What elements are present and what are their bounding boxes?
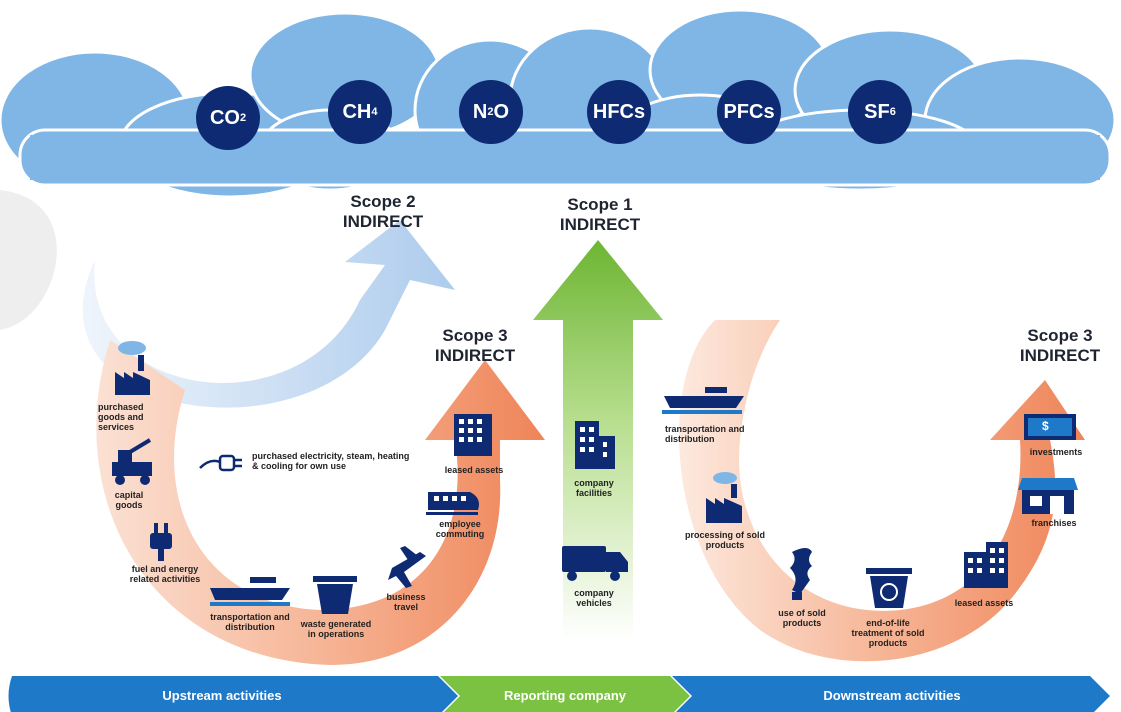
gas-pfcs: PFCs	[717, 80, 781, 144]
label-purchased-goods: purchased goods and services	[98, 402, 144, 432]
label-fuel-energy: fuel and energy related activities	[129, 564, 201, 584]
label-company-facilities: company facilities	[574, 478, 614, 498]
light-bulb-icon	[790, 548, 812, 600]
storefront-icon	[1018, 478, 1078, 514]
label-investments: investments	[1029, 447, 1083, 457]
label-waste: waste generated in operations	[300, 619, 372, 639]
building-icon	[454, 414, 492, 456]
band-upstream: Upstream activities	[162, 688, 282, 703]
label-employee-commuting: employee commuting	[435, 519, 485, 539]
scope2-title: Scope 2	[350, 192, 416, 211]
label-business-travel: business travel	[386, 592, 426, 612]
scope3-left-label: Scope 3 INDIRECT	[410, 326, 540, 366]
scope2-label: Scope 2 INDIRECT	[318, 192, 448, 232]
scope3-left-subtitle: INDIRECT	[434, 346, 516, 365]
label-capital-goods: capital goods	[114, 490, 144, 510]
label-end-of-life: end-of-life treatment of sold products	[851, 618, 925, 648]
band-reporting: Reporting company	[503, 688, 627, 703]
airplane-icon	[388, 546, 426, 588]
scope1-subtitle: INDIRECT	[559, 215, 641, 234]
scope3-right-label: Scope 3 INDIRECT	[1000, 326, 1120, 366]
scope3-right-subtitle: INDIRECT	[1019, 346, 1101, 365]
label-upstream-transport: transportation and distribution	[210, 612, 290, 632]
processing-factory-icon	[706, 472, 742, 523]
gas-co2-subscript: 2	[239, 112, 247, 124]
gas-n2o-text: N	[472, 100, 488, 123]
scope3-right-title: Scope 3	[1027, 326, 1093, 345]
scope1-title: Scope 1	[567, 195, 633, 214]
scope3-left-title: Scope 3	[442, 326, 508, 345]
truck-icon	[562, 546, 628, 581]
money-icon	[1024, 414, 1076, 440]
ship-icon	[210, 577, 290, 606]
label-purchased-electricity: purchased electricity, steam, heating & …	[252, 451, 410, 471]
label-processing: processing of sold products	[684, 530, 765, 550]
plug-icon	[150, 523, 172, 561]
label-franchises: franchises	[1031, 518, 1077, 528]
gas-hfcs-text: HFCs	[592, 100, 646, 123]
gas-n2o-subscript: 2	[487, 106, 494, 118]
label-downstream-leased-assets: leased assets	[954, 598, 1014, 608]
waste-bin-icon	[313, 576, 357, 614]
band-downstream: Downstream activities	[823, 688, 961, 703]
label-downstream-transport: transportation and distribution	[665, 424, 745, 444]
electric-plug-icon	[199, 454, 242, 472]
ship-icon-downstream	[662, 387, 744, 414]
dollar-sign: $	[1042, 419, 1049, 433]
factory-icon	[115, 341, 150, 395]
label-use-of-sold-products: use of sold products	[778, 608, 826, 628]
scope1-label: Scope 1 INDIRECT	[535, 195, 665, 235]
gas-sf6-text: SF	[864, 100, 890, 123]
gas-pfcs-text: PFCs	[723, 100, 775, 123]
label-company-vehicles: company vehicles	[574, 588, 614, 608]
recycle-bin-icon	[866, 568, 912, 608]
building-icon-downstream	[964, 542, 1008, 588]
gas-sf6-subscript: 6	[889, 106, 896, 118]
gas-co2-text: CO	[209, 106, 240, 129]
gas-ch4-text: CH	[342, 100, 372, 123]
gas-ch4-subscript: 4	[371, 106, 378, 118]
company-facilities-icon	[575, 421, 615, 469]
label-upstream-leased-assets: leased assets	[444, 465, 504, 475]
gas-n2o-tail: O	[493, 100, 510, 123]
crane-truck-icon	[112, 438, 152, 485]
gas-hfcs: HFCs	[587, 80, 651, 144]
scope2-subtitle: INDIRECT	[342, 212, 424, 231]
train-icon	[426, 492, 479, 515]
